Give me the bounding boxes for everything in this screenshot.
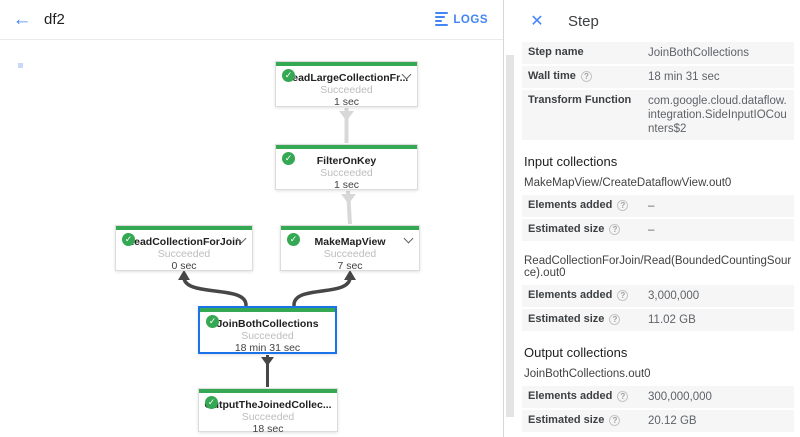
success-check-icon: ✓ bbox=[206, 315, 219, 328]
collection-name: MakeMapView/CreateDataflowView.out0 bbox=[524, 177, 732, 189]
success-check-icon: ✓ bbox=[287, 233, 300, 246]
success-check-icon: ✓ bbox=[122, 233, 135, 246]
input-collections-heading: Input collections bbox=[524, 154, 618, 169]
node-status-bar bbox=[199, 389, 337, 393]
success-check-icon: ✓ bbox=[282, 69, 295, 82]
node-title: ReadLargeCollectionFr... bbox=[284, 72, 409, 84]
node-title: MakeMapView bbox=[314, 236, 386, 248]
logs-button-label: LOGS bbox=[453, 13, 488, 26]
chevron-down-icon[interactable] bbox=[238, 235, 245, 242]
node-status: Succeeded bbox=[320, 84, 373, 96]
node-title: ReadCollectionForJoin bbox=[126, 236, 242, 248]
detail-row-wall-time: Wall time? 18 min 31 sec bbox=[522, 66, 794, 88]
graph-canvas: ✓ ReadLargeCollectionFr... Succeeded 1 s… bbox=[0, 40, 504, 436]
graph-node-makemapview[interactable]: ✓ MakeMapView Succeeded 7 sec bbox=[280, 225, 420, 272]
node-time: 1 sec bbox=[333, 179, 360, 191]
logs-button[interactable]: LOGS bbox=[429, 8, 494, 32]
node-title: OutputTheJoinedCollec... bbox=[204, 399, 332, 411]
step-details-panel: ✕ Step Step name JoinBothCollections Wal… bbox=[516, 0, 800, 437]
output-collections-heading: Output collections bbox=[524, 345, 628, 360]
help-icon[interactable]: ? bbox=[609, 313, 621, 325]
node-status: Succeeded bbox=[323, 248, 377, 260]
success-check-icon: ✓ bbox=[282, 152, 295, 165]
graph-node-readlargecollection[interactable]: ✓ ReadLargeCollectionFr... Succeeded 1 s… bbox=[275, 61, 418, 108]
panel-scrollbar[interactable] bbox=[506, 55, 514, 417]
node-status: Succeeded bbox=[241, 411, 295, 423]
help-icon[interactable]: ? bbox=[617, 289, 629, 301]
canvas-dot bbox=[18, 63, 23, 68]
metric-row: Elements added? 3,000,000 bbox=[522, 285, 794, 307]
graph-node-joinbothcollections[interactable]: ✓ JoinBothCollections Succeeded 18 min 3… bbox=[198, 306, 337, 354]
node-status-bar bbox=[281, 226, 419, 230]
metric-row: Estimated size? 11.02 GB bbox=[522, 309, 794, 331]
metric-row: Estimated size? 20.12 GB bbox=[522, 410, 794, 432]
chevron-down-icon[interactable] bbox=[403, 71, 410, 78]
collection-name: ReadCollectionForJoin/Read(BoundedCounti… bbox=[524, 255, 792, 279]
job-header: ← df2 LOGS bbox=[0, 0, 504, 40]
chevron-down-icon[interactable] bbox=[405, 235, 412, 242]
node-time: 18 sec bbox=[252, 423, 284, 435]
detail-row-step-name: Step name JoinBothCollections bbox=[522, 42, 794, 64]
node-time: 18 min 31 sec bbox=[234, 342, 301, 354]
close-icon[interactable]: ✕ bbox=[524, 8, 550, 34]
node-title: JoinBothCollections bbox=[216, 318, 319, 330]
node-time: 0 sec bbox=[171, 260, 197, 272]
metric-row: Elements added? 300,000,000 bbox=[522, 386, 794, 408]
help-icon[interactable]: ? bbox=[609, 414, 621, 426]
logs-icon bbox=[435, 11, 449, 28]
node-status-bar bbox=[200, 308, 335, 312]
panel-divider bbox=[503, 0, 504, 437]
node-time: 1 sec bbox=[333, 96, 360, 108]
graph-node-readcollectionforjoin[interactable]: ✓ ReadCollectionForJoin Succeeded 0 sec bbox=[115, 225, 253, 272]
help-icon[interactable]: ? bbox=[617, 390, 629, 402]
metric-row: Estimated size? – bbox=[522, 219, 794, 241]
node-status-bar bbox=[276, 62, 417, 66]
node-title: FilterOnKey bbox=[316, 155, 377, 167]
node-status: Succeeded bbox=[157, 248, 211, 260]
help-icon[interactable]: ? bbox=[609, 223, 621, 235]
metric-row: Elements added? – bbox=[522, 195, 794, 217]
step-panel-header: ✕ Step bbox=[516, 0, 800, 42]
step-panel-title: Step bbox=[568, 12, 599, 30]
detail-row-transform-function: Transform Function com.google.cloud.data… bbox=[522, 90, 794, 140]
graph-node-outputthejoined[interactable]: ✓ OutputTheJoinedCollec... Succeeded 18 … bbox=[198, 388, 338, 435]
node-status-bar bbox=[116, 226, 252, 230]
success-check-icon: ✓ bbox=[205, 396, 218, 409]
job-graph-panel: ← df2 LOGS bbox=[0, 0, 504, 437]
back-button[interactable]: ← bbox=[8, 6, 36, 34]
help-icon[interactable]: ? bbox=[580, 70, 592, 82]
graph-node-filteronkey[interactable]: ✓ FilterOnKey Succeeded 1 sec bbox=[275, 144, 418, 191]
collection-name: JoinBothCollections.out0 bbox=[524, 368, 651, 380]
node-status: Succeeded bbox=[241, 330, 294, 342]
node-status-bar bbox=[276, 145, 417, 149]
help-icon[interactable]: ? bbox=[617, 199, 629, 211]
node-time: 7 sec bbox=[337, 260, 363, 272]
graph-edges bbox=[178, 108, 356, 387]
job-title: df2 bbox=[44, 11, 65, 28]
node-status: Succeeded bbox=[320, 167, 373, 179]
